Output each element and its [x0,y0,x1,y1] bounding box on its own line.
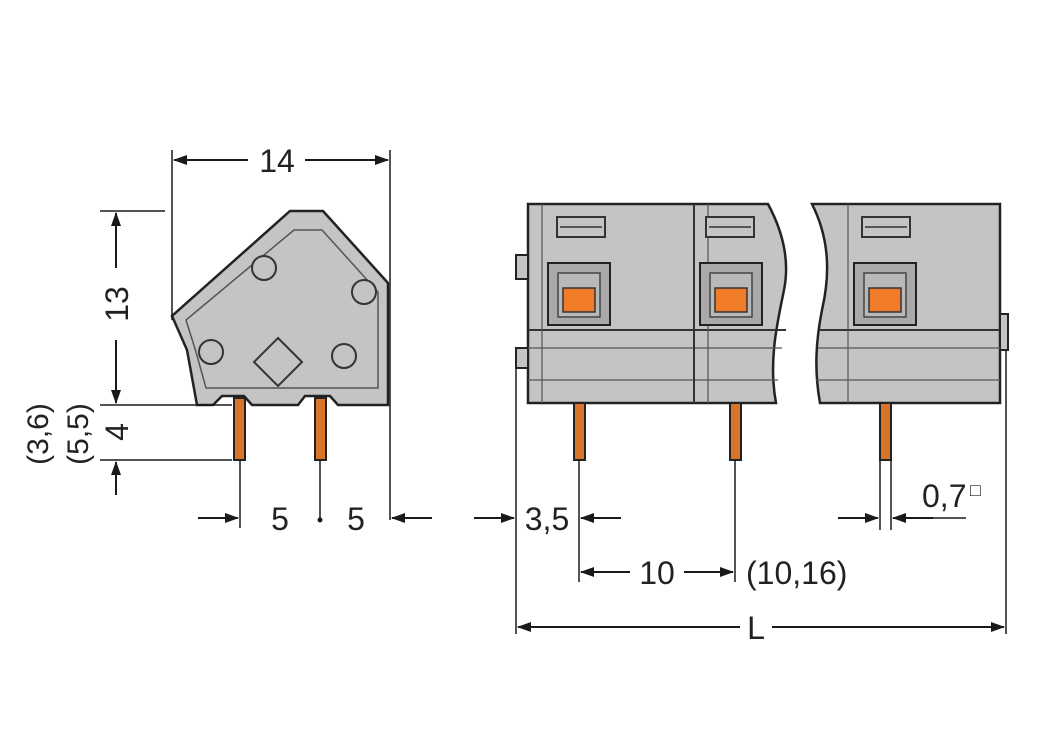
dim-height-label: 13 [99,286,135,322]
front-view [515,202,1009,461]
dim-pin-size-label: 0,7 [922,478,966,514]
side-dimensions: 14 13 4 (3,6) (5,5) 5 5 [22,143,432,537]
front-dimensions: 3,5 10 (10,16) 0,7 □ L [474,350,1007,646]
side-view [170,209,390,461]
dim-pin-length-label: 4 [99,423,135,441]
side-housing-inner-edge [185,229,379,389]
side-hole-2 [351,279,377,305]
dim-pin-length-alt2: (5,5) [62,403,95,465]
dim-overall-length-label: L [747,610,765,646]
side-diamond [252,336,304,388]
actuator-2 [699,262,763,326]
dim-pin-length-alt1: (3,6) [22,403,55,465]
front-pin-2 [729,402,742,461]
dim-pin-pitch-label: 10 [639,555,675,591]
side-pin-1 [233,397,246,461]
front-pin-3 [879,402,892,461]
dim-pitch-right-label: 5 [347,501,365,537]
side-hole-3 [198,339,224,365]
dim-pitch-left-label: 5 [271,501,289,537]
side-hole-1 [251,255,277,281]
front-pin-1 [573,402,586,461]
actuator-1 [547,262,611,326]
side-pin-2 [314,397,327,461]
dim-width-label: 14 [259,143,295,179]
dim-edge-offset-label: 3,5 [525,501,569,537]
actuator-3 [853,262,917,326]
front-housing-left [526,202,788,405]
side-hole-4 [331,343,357,369]
dim-pin-size-symbol: □ [970,480,981,500]
dim-pin-pitch-alt-label: (10,16) [746,555,847,591]
